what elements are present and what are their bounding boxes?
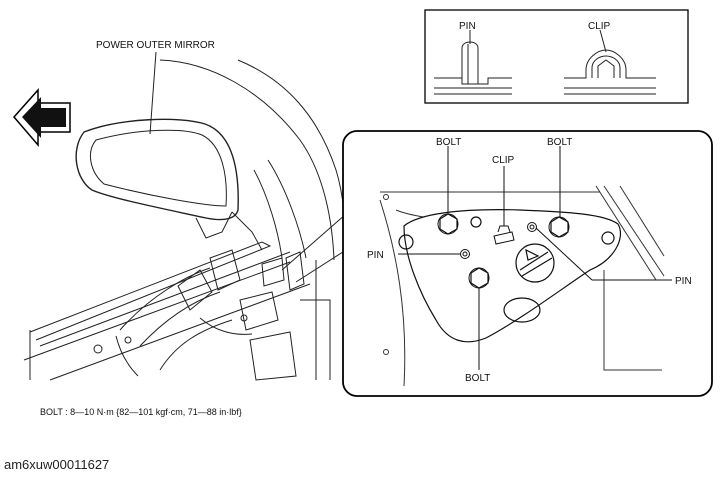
figure-code: am6xuw00011627: [4, 457, 110, 472]
bolt-top-left: [437, 213, 459, 235]
inset-clip-label: CLIP: [588, 21, 611, 32]
removal-direction-arrow-icon: [13, 88, 71, 148]
pin-part-right: [527, 222, 537, 232]
pin-part-left: [460, 249, 470, 259]
bolt-top-right: [548, 216, 570, 238]
mirror-leader-line: [149, 51, 157, 135]
mirror-label: POWER OUTER MIRROR: [96, 40, 215, 51]
mirror-base-plate: [398, 209, 622, 343]
bolt-bottom-label: BOLT: [465, 373, 490, 384]
clip-part: [493, 225, 515, 245]
clip-type-illustration: [564, 49, 656, 95]
bolt-bottom: [468, 267, 490, 289]
door-mirror-illustration: [23, 59, 347, 381]
clip-center-label: CLIP: [492, 155, 515, 166]
detail-callout-box: BOLT BOLT CLIP PIN PIN BOLT: [342, 130, 713, 397]
bolt-top-right-label: BOLT: [547, 137, 572, 148]
fastener-type-inset: PIN CLIP: [424, 9, 689, 104]
bolt-top-left-label: BOLT: [436, 137, 461, 148]
inset-pin-label: PIN: [459, 21, 476, 32]
torque-specification: BOLT : 8—10 N·m {82—101 kgf·cm, 71—88 in…: [40, 407, 242, 417]
pin-left-label: PIN: [367, 250, 384, 261]
pin-right-label: PIN: [675, 276, 692, 287]
